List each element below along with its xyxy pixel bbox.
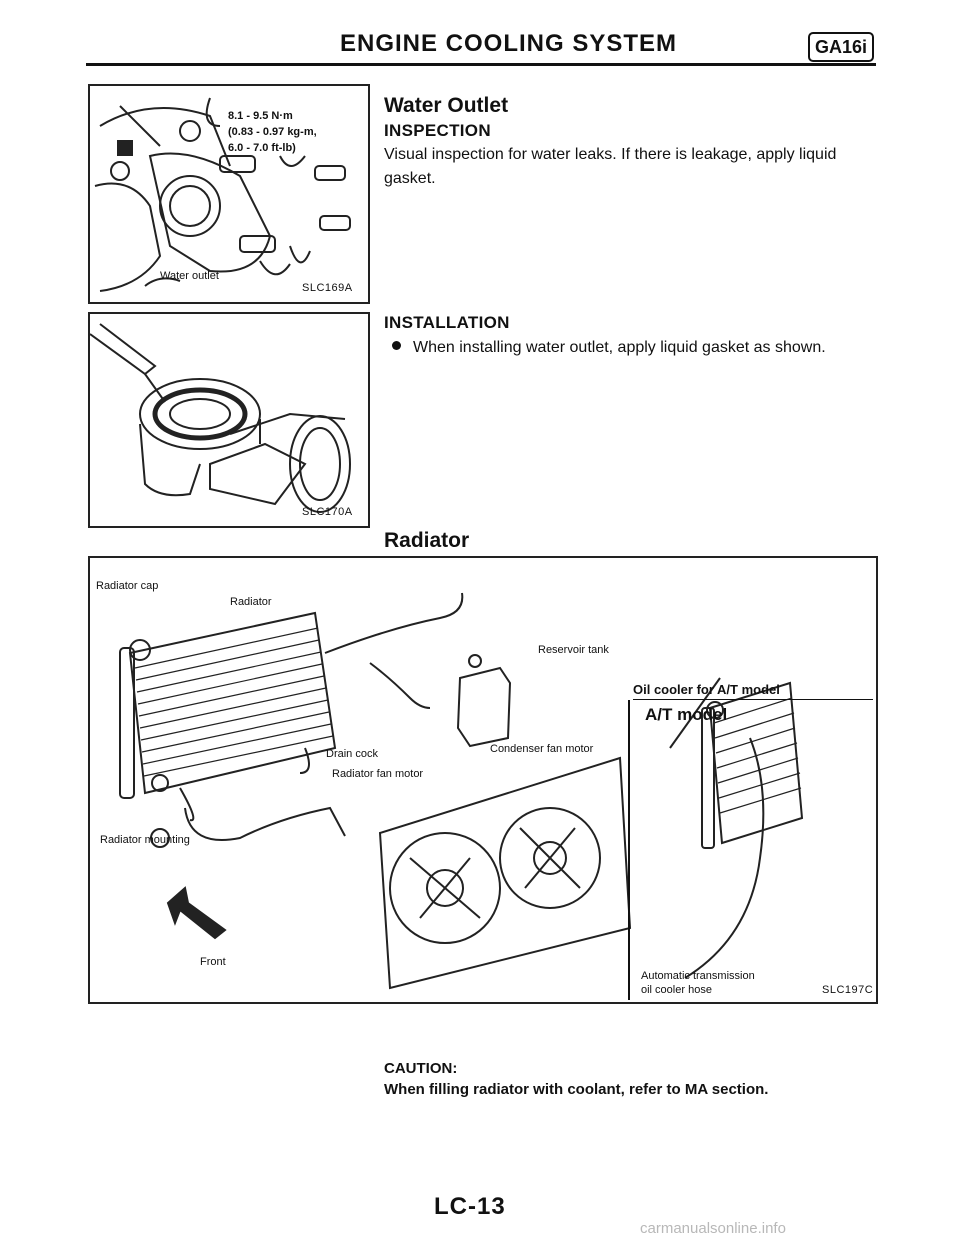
label-radiator-mounting: Radiator mounting	[100, 834, 190, 846]
installation-bullet: When installing water outlet, apply liqu…	[392, 336, 826, 360]
heading-installation: INSTALLATION	[384, 313, 510, 332]
figure-id: SLC197C	[822, 984, 874, 996]
gasket-application-illustration	[90, 323, 351, 513]
engine-code-badge: GA16i	[808, 32, 874, 62]
figure-water-outlet-torque: 8.1 - 9.5 N·m (0.83 - 0.97 kg-m, 6.0 - 7…	[88, 84, 370, 304]
label-at-hose-1: Automatic transmission	[641, 970, 755, 982]
oil-cooler-heading: Oil cooler for A/T model	[633, 682, 780, 697]
page-title: ENGINE COOLING SYSTEM	[340, 30, 678, 57]
torque-value-nm: 8.1 - 9.5 N·m	[228, 110, 293, 122]
at-model-title: A/T model	[645, 705, 728, 724]
caution-text: When filling radiator with coolant, refe…	[384, 1081, 769, 1098]
section-title-radiator: Radiator	[384, 529, 470, 552]
caution-label: CAUTION:	[384, 1060, 458, 1077]
label-water-outlet: Water outlet	[160, 270, 219, 282]
label-front: Front	[200, 956, 226, 968]
bullet-icon	[392, 341, 401, 350]
radiator-exploded-illustration	[119, 592, 804, 990]
torque-value-kgm: (0.83 - 0.97 kg-m,	[228, 126, 317, 138]
section-title-water-outlet: Water Outlet	[384, 94, 509, 117]
label-radiator-cap: Radiator cap	[96, 580, 159, 592]
installation-bullet-text: When installing water outlet, apply liqu…	[413, 339, 826, 356]
label-condenser-fan-motor: Condenser fan motor	[490, 743, 594, 755]
label-drain-cock: Drain cock	[326, 748, 378, 760]
at-model-inset	[628, 700, 877, 1000]
label-at-hose-2: oil cooler hose	[641, 984, 712, 996]
watermark: carmanualsonline.info	[640, 1220, 786, 1237]
label-reservoir-tank: Reservoir tank	[538, 644, 609, 656]
page-number: LC-13	[434, 1193, 506, 1220]
figure-id: SLC170A	[302, 506, 353, 518]
figure-id: SLC169A	[302, 282, 353, 294]
water-outlet-illustration	[94, 97, 351, 292]
figure-liquid-gasket: SLC170A	[88, 312, 370, 528]
heading-inspection: INSPECTION	[384, 121, 491, 140]
label-radiator: Radiator	[230, 596, 272, 608]
figure-radiator-exploded: Radiator cap Radiator Reservoir tank Dra…	[88, 556, 878, 1004]
header-rule	[86, 63, 876, 66]
label-radiator-fan-motor: Radiator fan motor	[332, 768, 424, 780]
torque-value-ftlb: 6.0 - 7.0 ft-lb)	[228, 142, 296, 154]
oil-cooler-rule	[633, 699, 873, 700]
inspection-text-line-1: Visual inspection for water leaks. If th…	[384, 146, 837, 163]
inspection-text-line-2: gasket.	[384, 170, 436, 187]
